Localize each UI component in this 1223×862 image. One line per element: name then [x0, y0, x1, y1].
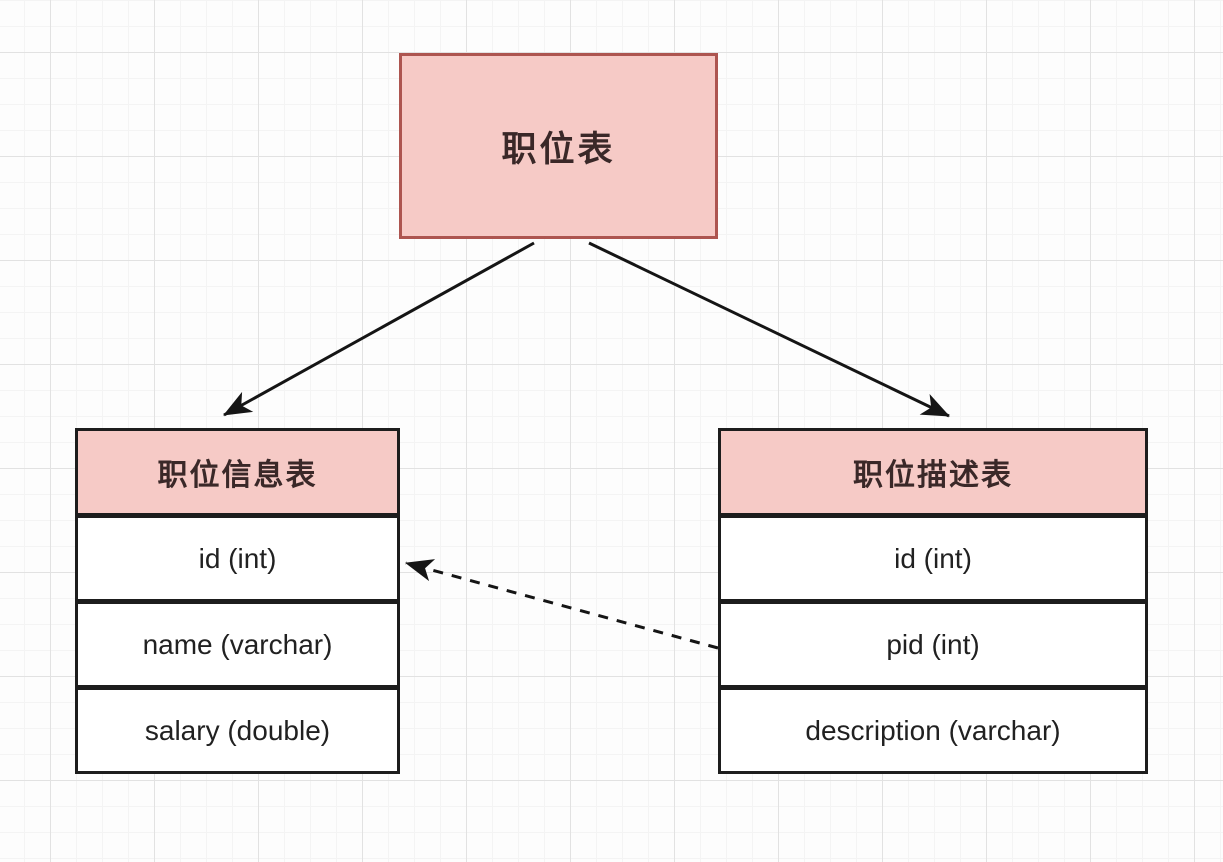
- table-row-name: name (varchar): [75, 601, 400, 688]
- table-row-pid: pid (int): [718, 601, 1148, 688]
- arrow-foreign-key-pid-to-id: [404, 559, 719, 650]
- entity-box-position-table: 职位表: [399, 53, 718, 239]
- table-row-id: id (int): [718, 515, 1148, 602]
- table-name: 职位描述表: [853, 458, 1013, 493]
- table-position-info-header: 职位信息表: [75, 428, 400, 516]
- field-label: id (int): [894, 542, 972, 574]
- table-row-description: description (varchar): [718, 687, 1148, 774]
- table-name: 职位信息表: [157, 458, 318, 493]
- entity-box-label: 职位表: [501, 128, 616, 170]
- table-row-salary: salary (double): [75, 687, 400, 774]
- table-position-info: 职位信息表 id (int) name (varchar) salary (do…: [75, 428, 400, 774]
- table-position-description-header: 职位描述表: [718, 428, 1148, 516]
- field-label: description (varchar): [805, 714, 1061, 746]
- field-label: name (varchar): [142, 628, 333, 660]
- field-label: pid (int): [886, 628, 980, 660]
- field-label: id (int): [198, 542, 277, 574]
- table-position-description: 职位描述表 id (int) pid (int) description (va…: [718, 428, 1148, 774]
- table-row-id: id (int): [75, 515, 400, 602]
- field-label: salary (double): [144, 714, 331, 746]
- arrow-root-to-info-table: [223, 241, 535, 417]
- arrow-root-to-description-table: [588, 241, 950, 418]
